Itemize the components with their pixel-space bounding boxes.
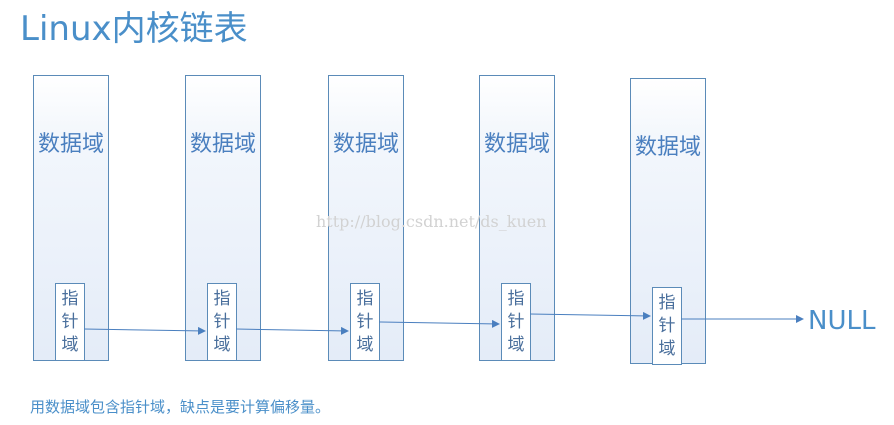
- data-field-label: 数据域: [189, 132, 256, 157]
- diagram-title: Linux内核链表: [20, 9, 248, 49]
- list-node-3: 数据域 指针域: [328, 75, 404, 361]
- list-node-5: 数据域 指针域: [630, 78, 706, 365]
- data-field-label: 数据域: [332, 132, 399, 157]
- watermark: http://blog.csdn.net/ds_kuen: [316, 212, 547, 231]
- pointer-field: 指针域: [501, 283, 531, 361]
- list-node-1: 数据域 指针域: [33, 75, 109, 361]
- data-field-label: 数据域: [37, 132, 104, 157]
- pointer-field: 指针域: [55, 283, 85, 361]
- pointer-field: 指针域: [350, 283, 380, 361]
- pointer-field: 指针域: [652, 287, 682, 365]
- link-arrow-1: [83, 326, 206, 335]
- data-field-label: 数据域: [634, 135, 701, 160]
- link-arrow-3: [378, 319, 500, 328]
- link-arrow-2: [235, 326, 349, 335]
- data-field-label: 数据域: [483, 132, 550, 157]
- link-arrow-4: [529, 311, 651, 320]
- null-terminal-label: NULL: [808, 306, 876, 336]
- caption-text: 用数据域包含指针域，缺点是要计算偏移量。: [30, 398, 331, 416]
- list-node-4: 数据域 指针域: [479, 75, 555, 361]
- pointer-field: 指针域: [207, 283, 237, 361]
- list-node-2: 数据域 指针域: [185, 75, 261, 361]
